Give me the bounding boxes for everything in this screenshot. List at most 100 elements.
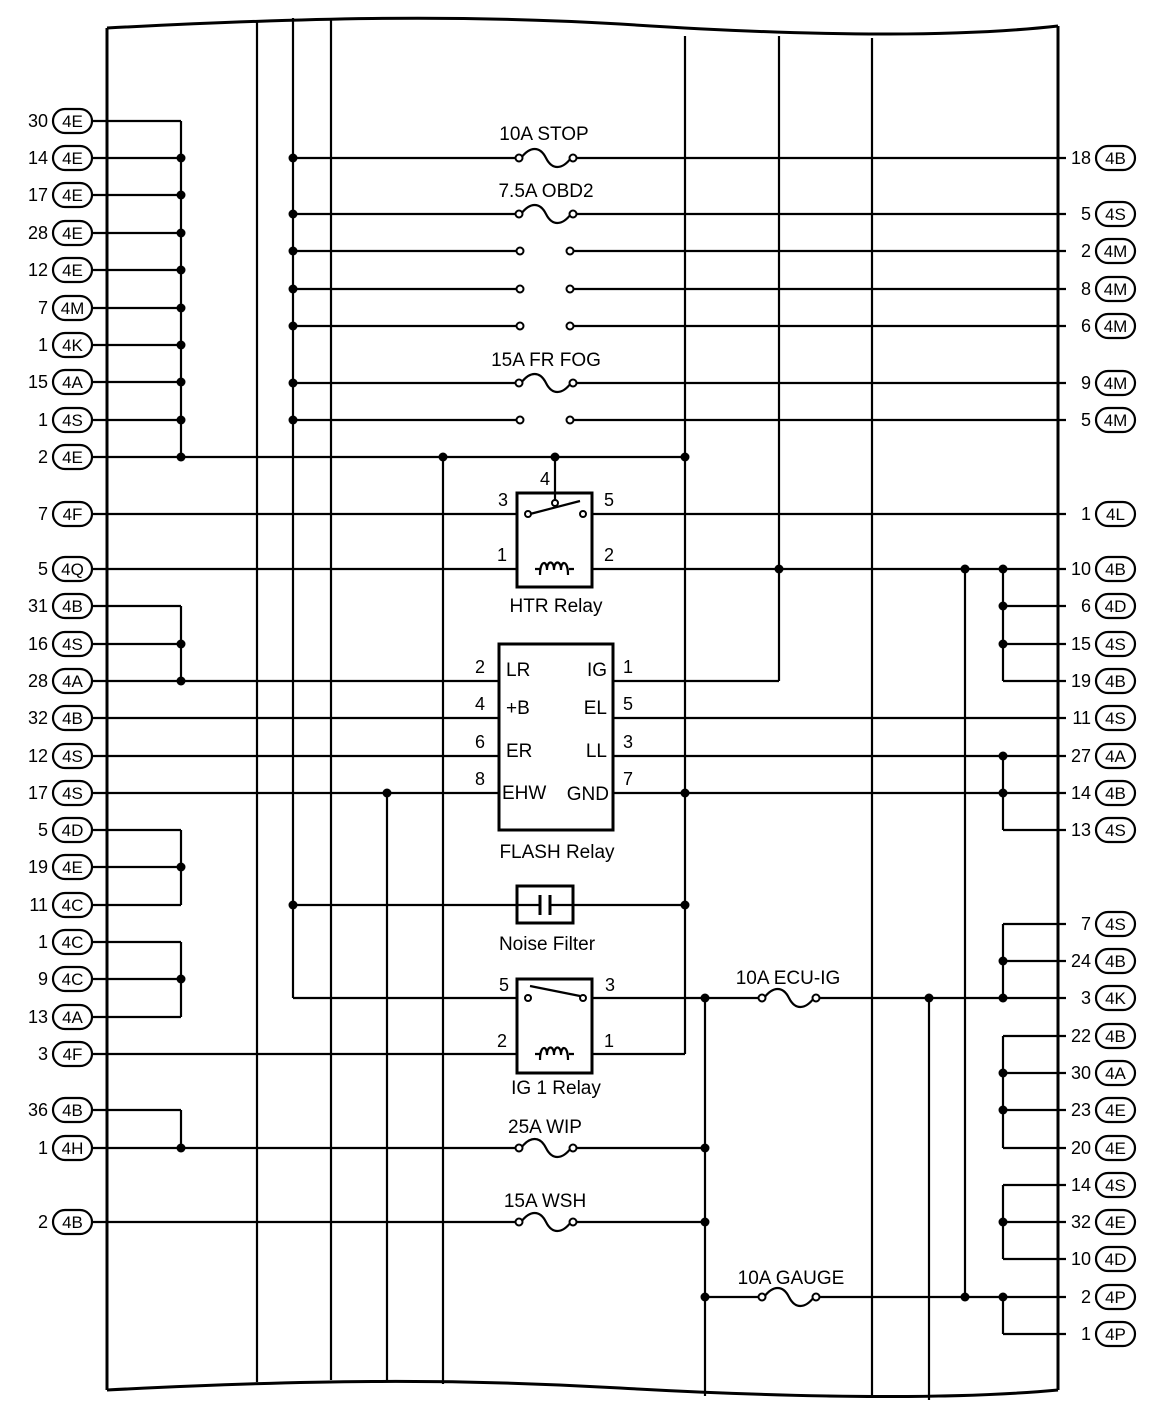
junction-dot [176,415,186,425]
junction-dot [176,676,186,686]
right-connector-pin: 24 [1071,951,1091,971]
flash-relay-pin-er: 6 [475,732,485,752]
left-connector-badge [51,1003,94,1031]
fuse-stop-label: 10A STOP [499,124,588,145]
left-connector-pin: 13 [28,1007,48,1027]
flash-relay-terminal-gnd: GND [567,784,609,805]
left-connector-badge [51,443,94,471]
right-connector-pin: 23 [1071,1100,1091,1120]
left-connector-badge [51,592,94,620]
left-connector-code: 4S [62,635,83,654]
right-connector-badge [1094,947,1137,975]
right-connector-pin: 10 [1071,559,1091,579]
right-connector-badge [1094,237,1137,265]
left-connector-badge [51,1040,94,1068]
junction-dot [998,1068,1008,1078]
fuse-fr-fog: 15A FR FOG [491,350,601,394]
left-connector-code: 4C [62,970,84,989]
ig1-relay-pin-3: 3 [605,975,615,995]
htr-relay-pin-3: 3 [498,490,508,510]
left-connector-badge [51,555,94,583]
left-connector-badge [51,368,94,396]
right-connector-pin: 7 [1081,914,1091,934]
right-connector-code: 4B [1105,672,1126,691]
junction-dot [176,303,186,313]
left-connector-pin: 1 [38,932,48,952]
left-connector-pin: 2 [38,1212,48,1232]
left-connector-badge [51,331,94,359]
left-connector-badge [51,704,94,732]
right-connector-badge [1094,144,1137,172]
left-connector-code: 4H [62,1139,84,1158]
left-connector-pin: 28 [28,671,48,691]
junction-dot [438,452,448,462]
right-connector-code: 4B [1105,149,1126,168]
left-connector-badge [51,1096,94,1124]
left-connector-pin: 9 [38,969,48,989]
right-connector-code: 4E [1105,1139,1126,1158]
left-connector-pin: 1 [38,335,48,355]
fuse-wip-label: 25A WIP [508,1117,582,1138]
right-connector-badge [1094,1283,1137,1311]
noise-filter: Noise Filter [499,884,596,955]
right-connector-badge [1094,312,1137,340]
right-connector-code: 4S [1105,1176,1126,1195]
ig1-relay-pin-1: 1 [604,1031,614,1051]
right-connector-code: 4M [1104,411,1128,430]
right-connector-code: 4K [1105,989,1126,1008]
right-connector-code: 4B [1105,560,1126,579]
right-connector-code: 4D [1105,597,1127,616]
right-connector-code: 4A [1105,1064,1126,1083]
left-connector-pin: 5 [38,820,48,840]
left-connector-code: 4B [62,1101,83,1120]
left-connector-pin: 1 [38,410,48,430]
left-connector-badge [51,779,94,807]
left-connector-pin: 12 [28,746,48,766]
left-connector: 12 4S [28,742,94,770]
left-connector-code: 4E [62,261,83,280]
left-connector-badge [51,107,94,135]
left-connector-code: 4S [62,747,83,766]
left-connector-pin: 7 [38,298,48,318]
junction-dot [998,639,1008,649]
right-connector-code: 4S [1105,635,1126,654]
left-connector-code: 4E [62,448,83,467]
right-connector-pin: 14 [1071,783,1091,803]
left-connector-pin: 16 [28,634,48,654]
flash-relay-pin-ehw: 8 [475,769,485,789]
junction-dot [700,993,710,1003]
junction-dot [700,1292,710,1302]
flash-relay-terminal-el: EL [584,698,607,719]
ig1-relay: 5 3 2 1 IG 1 Relay [497,975,615,1099]
junction-dot [176,153,186,163]
left-connector-pin: 3 [38,1044,48,1064]
fuse-ecu-ig-label: 10A ECU-IG [736,968,841,989]
left-connector-code: 4S [62,784,83,803]
right-connector-badge [1094,1134,1137,1162]
junction-dot [176,265,186,275]
right-connector-badge [1094,592,1137,620]
htr-relay-label: HTR Relay [510,596,603,617]
right-connector-pin: 32 [1071,1212,1091,1232]
junction-dot [924,993,934,1003]
right-connector-badge [1094,704,1137,732]
left-connector-pin: 15 [28,372,48,392]
